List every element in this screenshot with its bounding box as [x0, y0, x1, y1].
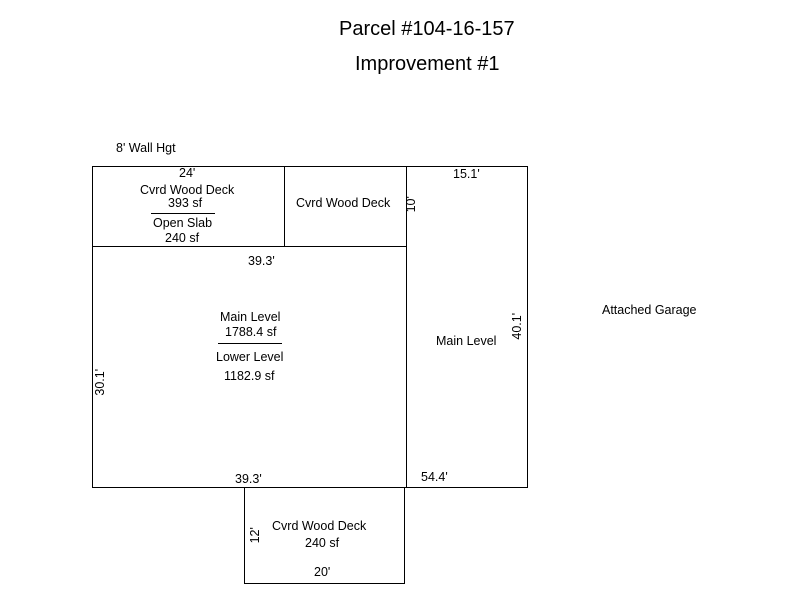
dim-right-height: 40.1'	[510, 312, 525, 340]
lower-level-area: 1182.9 sf	[224, 369, 275, 383]
deck-bottom-area	[244, 487, 405, 584]
dim-deck-top-width: 24'	[179, 166, 196, 180]
dim-main-height: 30.1'	[93, 368, 108, 396]
main-level-divider	[218, 343, 282, 344]
main-right-name: Main Level	[436, 334, 497, 348]
dim-main-width-bottom: 39.3'	[235, 472, 262, 486]
improvement-title: Improvement #1	[355, 53, 500, 75]
open-slab-area: 240 sf	[165, 231, 200, 245]
deck-top-area: 393 sf	[168, 196, 203, 210]
dim-right-width: 15.1'	[453, 167, 480, 181]
attached-garage-label: Attached Garage	[602, 303, 697, 317]
deck-top-divider	[151, 213, 215, 214]
dim-deck-depth: 10'	[403, 196, 418, 213]
deck-bottom-name: Cvrd Wood Deck	[272, 519, 367, 533]
lower-level-name: Lower Level	[216, 350, 284, 364]
wall-height-label: 8' Wall Hgt	[116, 141, 176, 155]
main-level-area	[92, 246, 407, 488]
open-slab-name: Open Slab	[153, 216, 213, 230]
parcel-title: Parcel #104-16-157	[339, 18, 515, 40]
deck-bottom-area-value: 240 sf	[305, 536, 340, 550]
dim-main-width-top: 39.3'	[248, 254, 275, 268]
dim-right-bottom: 54.4'	[421, 470, 448, 484]
deck-top-name: Cvrd Wood Deck	[140, 183, 235, 197]
deck-top-right-name: Cvrd Wood Deck	[296, 196, 391, 210]
main-level-name: Main Level	[220, 310, 281, 324]
dim-deck-bottom-width: 20'	[314, 565, 331, 579]
dim-deck-bottom-depth: 12'	[247, 527, 262, 544]
main-level-area-value: 1788.4 sf	[225, 325, 277, 339]
